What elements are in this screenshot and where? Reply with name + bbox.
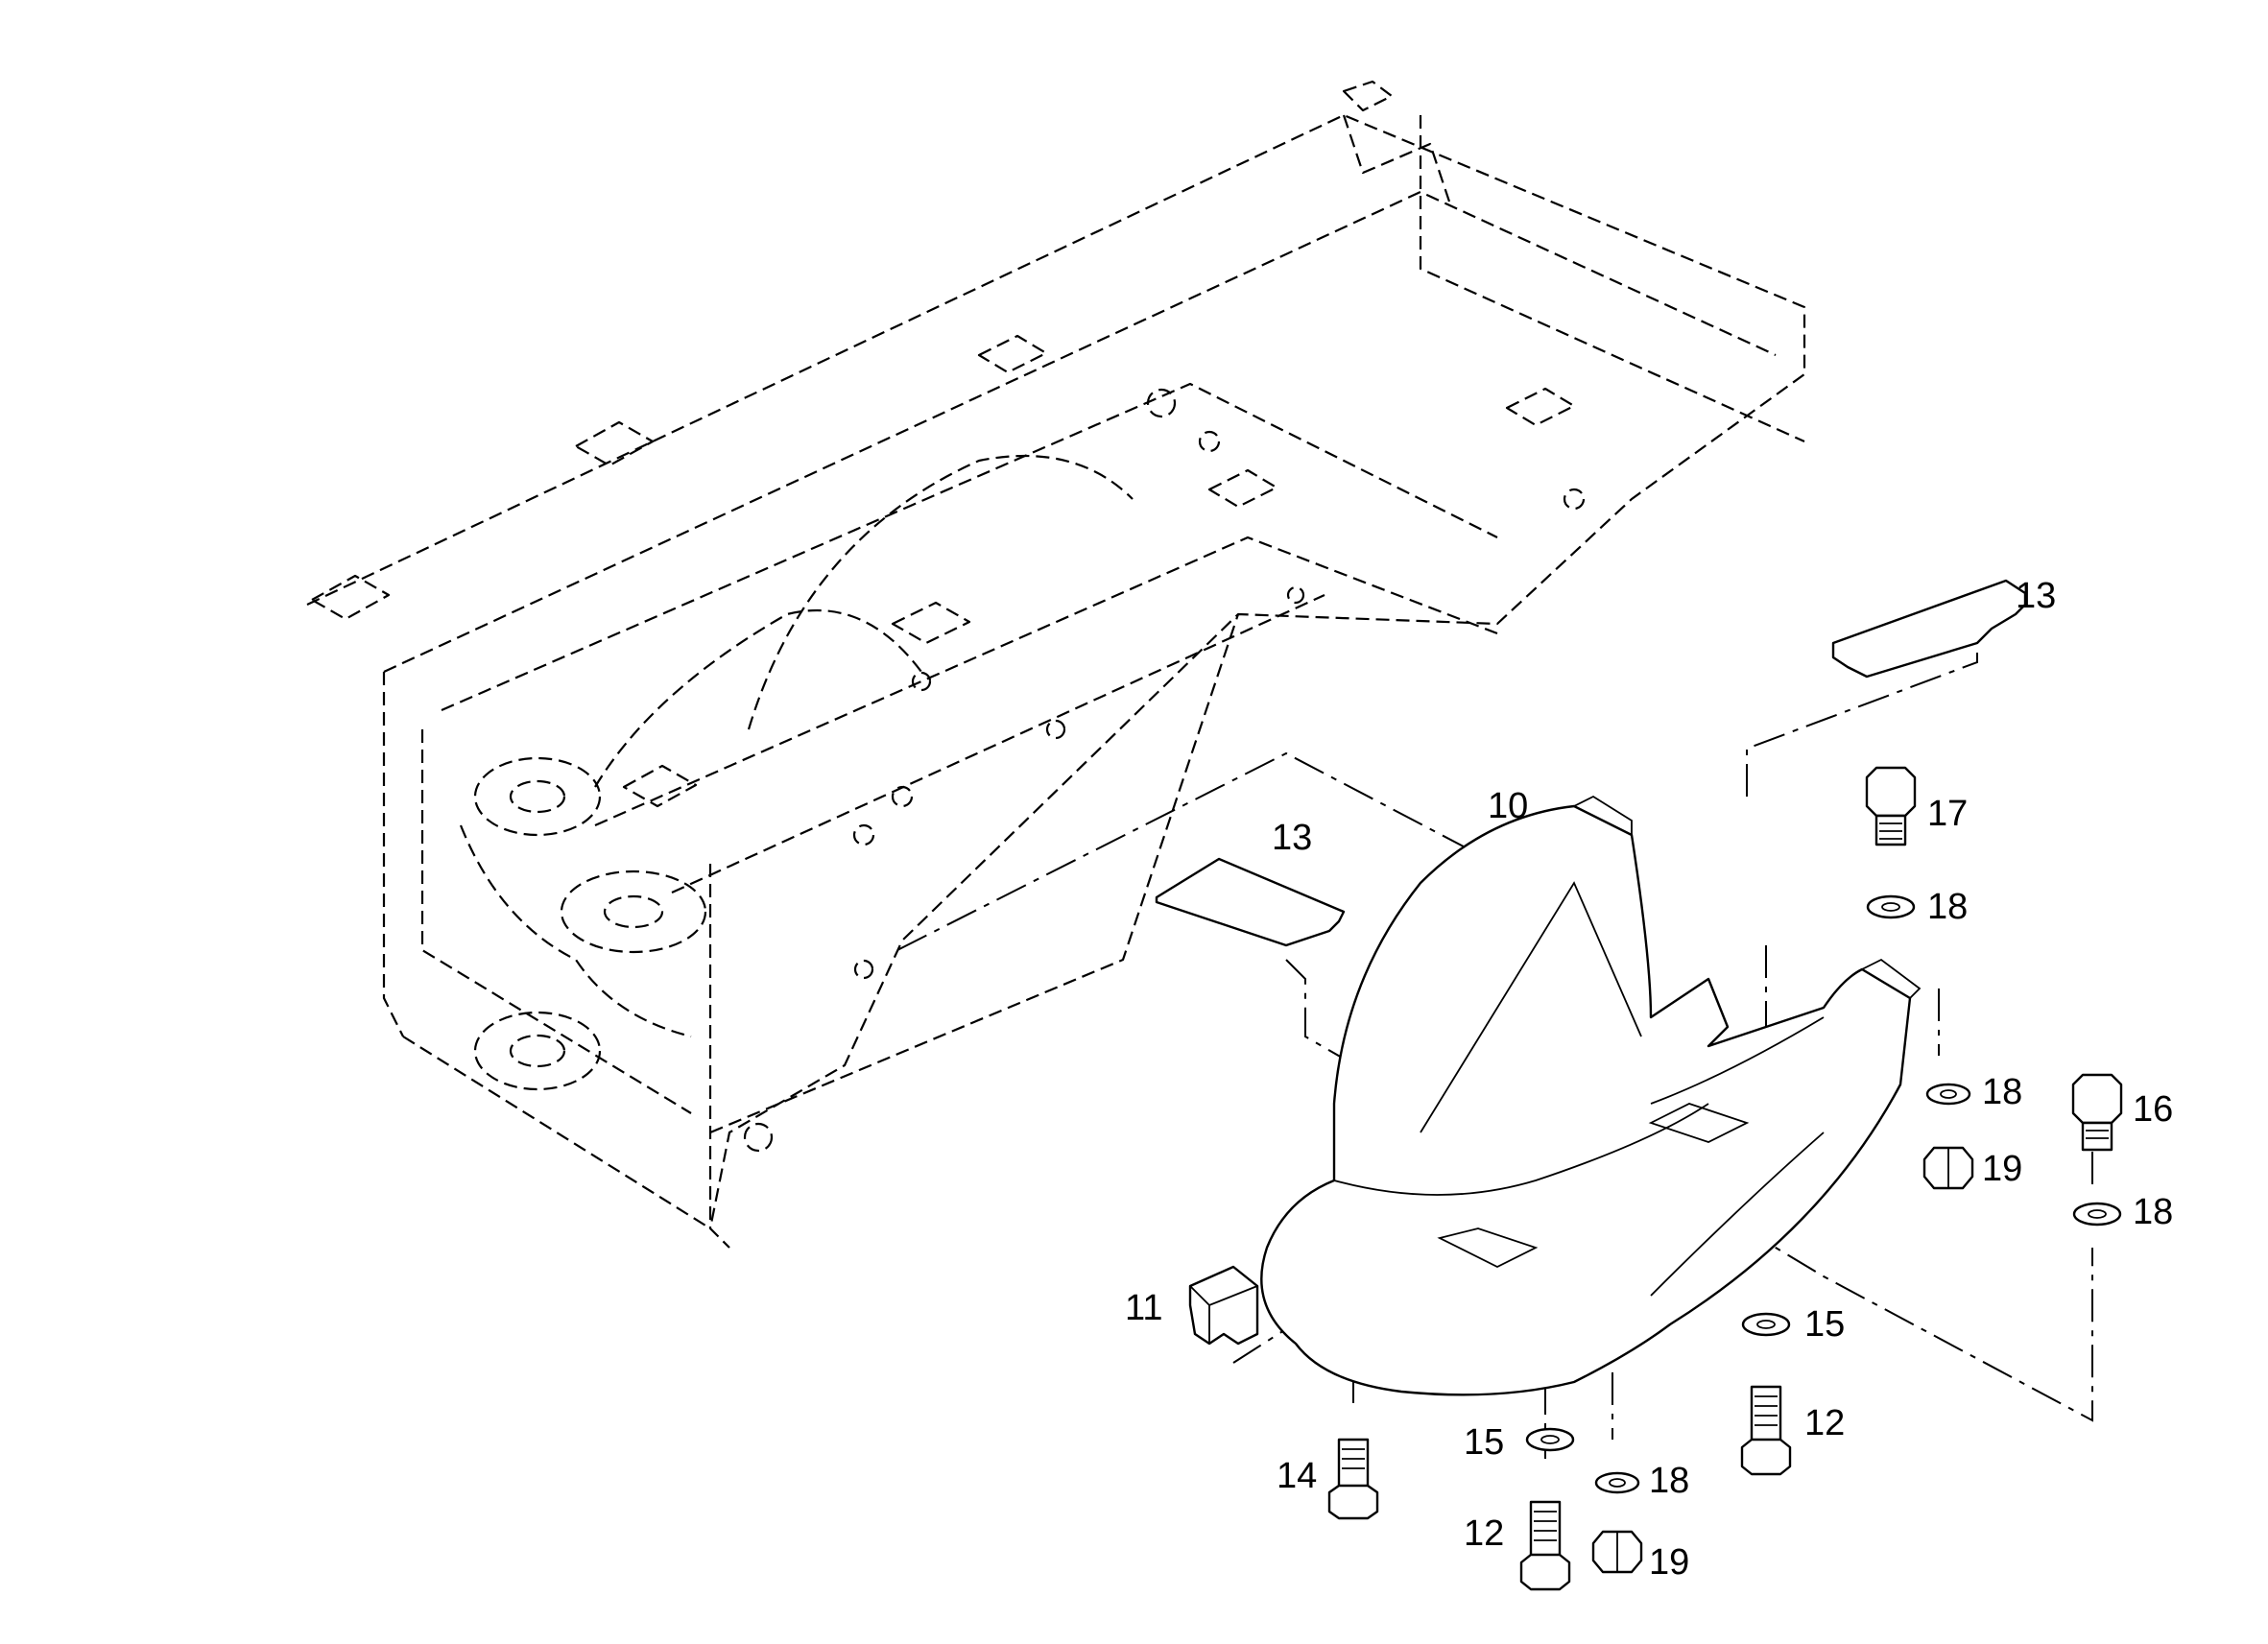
callout-labels: 10 11 12 12 13 13 14 15 15 16 17 18 18 1… bbox=[1125, 576, 2173, 1583]
cover-plate-part-13-lower bbox=[1155, 857, 1346, 947]
label-15-b: 15 bbox=[1804, 1304, 1845, 1345]
label-13-a: 13 bbox=[2016, 576, 2056, 616]
label-18-d: 18 bbox=[1649, 1461, 1689, 1501]
label-19-b: 19 bbox=[1649, 1542, 1689, 1583]
bolt-icon-part-12-lower bbox=[1519, 1500, 1571, 1591]
label-16: 16 bbox=[2133, 1089, 2173, 1130]
bolt-icon-part-16 bbox=[2071, 1073, 2123, 1152]
label-19-a: 19 bbox=[1982, 1149, 2022, 1189]
vehicle-frame bbox=[306, 80, 1806, 1249]
label-10: 10 bbox=[1488, 786, 1528, 826]
label-14: 14 bbox=[1277, 1456, 1317, 1496]
label-13-b: 13 bbox=[1272, 818, 1312, 858]
label-18-a: 18 bbox=[1927, 887, 1968, 927]
label-18-c: 18 bbox=[2133, 1192, 2173, 1232]
label-17: 17 bbox=[1927, 794, 1968, 834]
label-11: 11 bbox=[1125, 1288, 1162, 1328]
bolt-icon-part-12-right bbox=[1740, 1385, 1792, 1476]
cover-plate-part-13-upper bbox=[1831, 579, 2027, 679]
skid-guard-part-10 bbox=[1260, 795, 1922, 1396]
washer-icons bbox=[1525, 894, 2122, 1494]
nut-icons bbox=[1591, 1146, 1974, 1574]
bolt-icon-part-17 bbox=[1865, 766, 1917, 846]
bolt-icon-part-14 bbox=[1327, 1438, 1379, 1520]
label-12-a: 12 bbox=[1464, 1513, 1504, 1554]
label-12-b: 12 bbox=[1804, 1403, 1845, 1443]
label-18-b: 18 bbox=[1982, 1072, 2022, 1112]
rubber-block-part-11 bbox=[1188, 1265, 1259, 1346]
label-15-a: 15 bbox=[1464, 1422, 1504, 1463]
